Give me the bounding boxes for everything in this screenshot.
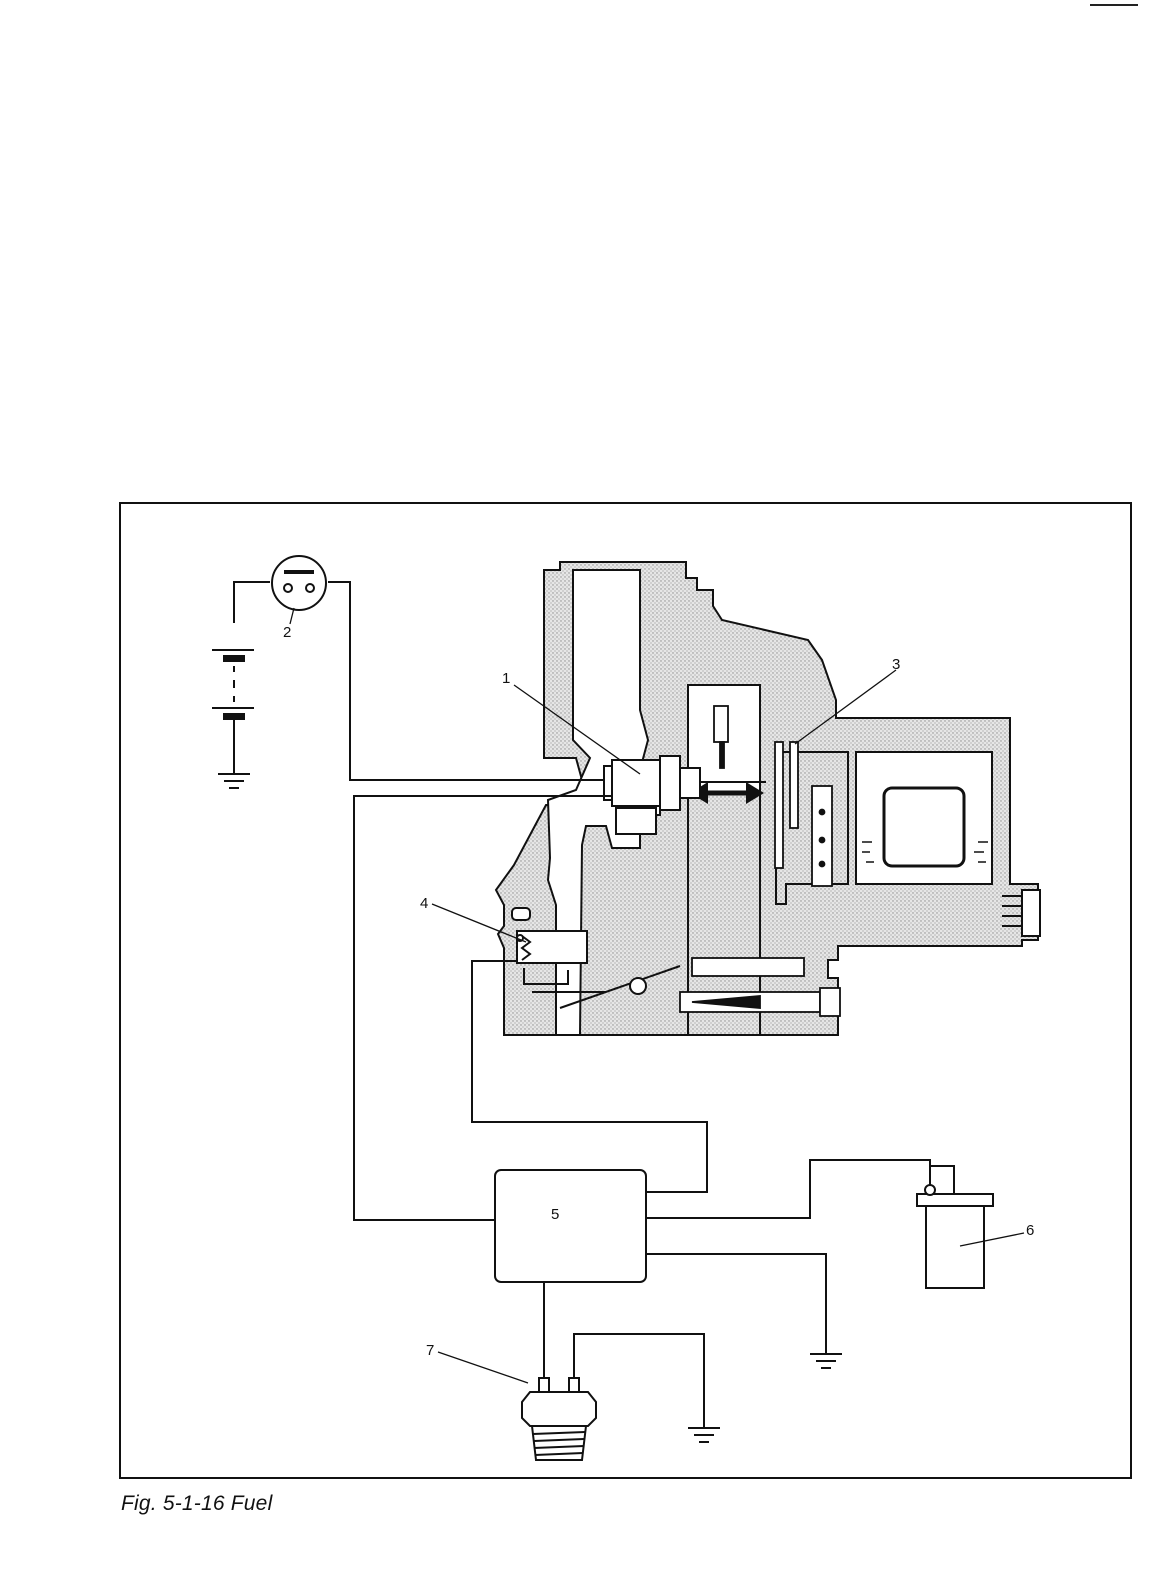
- callout-5: 5: [551, 1206, 559, 1223]
- callout-7: 7: [426, 1342, 434, 1359]
- callout-4: 4: [420, 895, 428, 912]
- callout-1: 1: [502, 670, 510, 687]
- ignition-switch: [272, 556, 326, 610]
- control-unit: [495, 1170, 646, 1282]
- callout-3: 3: [892, 656, 900, 673]
- ignition-coil: [917, 1166, 993, 1288]
- figure-caption: Fig. 5-1-16 Fuel: [121, 1492, 272, 1516]
- ground-symbol-battery: [218, 774, 250, 788]
- ground-symbol-control-unit: [810, 1354, 842, 1368]
- ground-symbol-sensor: [688, 1428, 720, 1442]
- callout-2: 2: [283, 624, 291, 641]
- battery-symbol: [212, 650, 254, 774]
- callout-6: 6: [1026, 1222, 1034, 1239]
- temperature-sensor: [522, 1378, 596, 1460]
